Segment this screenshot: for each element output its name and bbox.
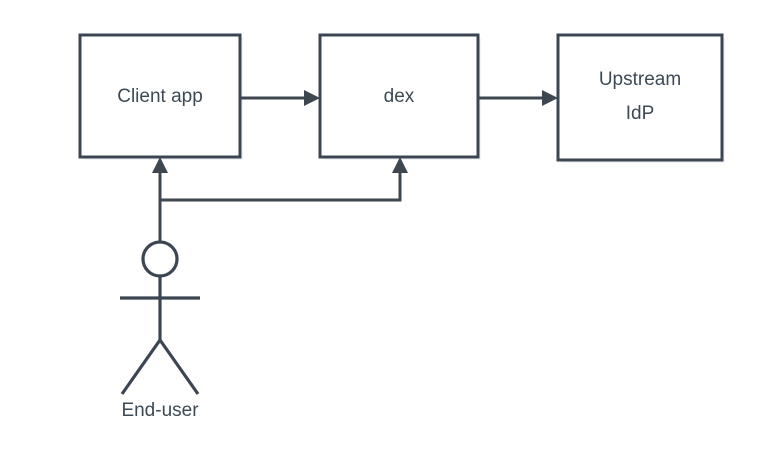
dex-box[interactable]: [318, 33, 480, 159]
upstream-idp-label-line1: Upstream: [599, 69, 681, 90]
end-user-leg-right: [158, 339, 200, 395]
upstream-idp-label-line2: IdP: [626, 103, 655, 124]
edge-client-app-to-dex-arrowhead: [304, 90, 320, 106]
node-dex[interactable]: dex: [318, 33, 480, 159]
end-user-leg-left: [120, 339, 162, 395]
end-user-head-icon: [141, 240, 179, 278]
client-app-box[interactable]: [78, 33, 242, 159]
dex-label: dex: [384, 86, 415, 107]
edge-end-user-to-dex: [160, 157, 408, 202]
edge-end-user-to-dex-line: [160, 170, 402, 202]
client-app-label: Client app: [117, 86, 203, 107]
actor-end-user[interactable]: End-user: [120, 240, 200, 421]
edge-dex-to-upstream-idp-arrowhead: [542, 90, 558, 106]
edge-end-user-to-client-app-arrowhead: [152, 157, 168, 173]
node-client-app[interactable]: Client app: [78, 33, 242, 159]
edge-client-app-to-dex: [240, 90, 320, 106]
node-upstream-idp[interactable]: Upstream IdP: [556, 33, 724, 162]
edge-dex-to-upstream-idp: [478, 90, 558, 106]
upstream-idp-box[interactable]: [556, 33, 724, 162]
edge-end-user-to-client-app: [152, 157, 168, 243]
end-user-label: End-user: [121, 400, 199, 421]
edge-end-user-to-dex-arrowhead: [392, 157, 408, 173]
